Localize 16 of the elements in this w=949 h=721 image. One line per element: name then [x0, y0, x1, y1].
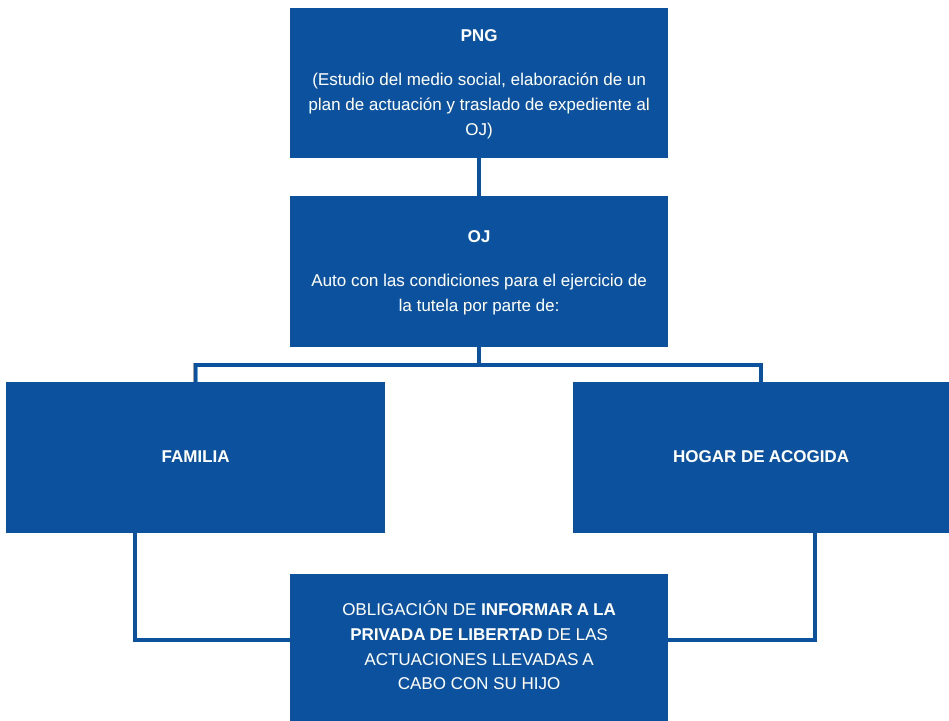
box-text: OBLIGACIÓN DE INFORMAR A LA PRIVADA DE LIBERTAD DE LAS ACTUACIONES LLEVADAS A CABO CON SU HIJO: [341, 599, 617, 696]
box-text: Auto con las condiciones para el ejercicio de la tutela por parte de:: [310, 270, 648, 317]
process-box: [573, 382, 949, 533]
process-box: [290, 574, 668, 721]
process-box: [6, 382, 385, 533]
process-box: [290, 196, 668, 347]
process-box: [290, 8, 668, 158]
connector-line: [668, 533, 817, 642]
connector-line: [133, 533, 290, 642]
connector-line: [477, 158, 481, 196]
box-text: HOGAR DE ACOGIDA: [673, 446, 849, 468]
box-heading: OJ: [468, 226, 490, 248]
box-text: (Estudio del medio social, elaboración de un plan de actuación y traslado de expediente al OJ): [308, 69, 650, 141]
connector-line: [477, 347, 763, 382]
box-text: FAMILIA: [162, 446, 230, 468]
box-heading: PNG: [460, 24, 498, 47]
